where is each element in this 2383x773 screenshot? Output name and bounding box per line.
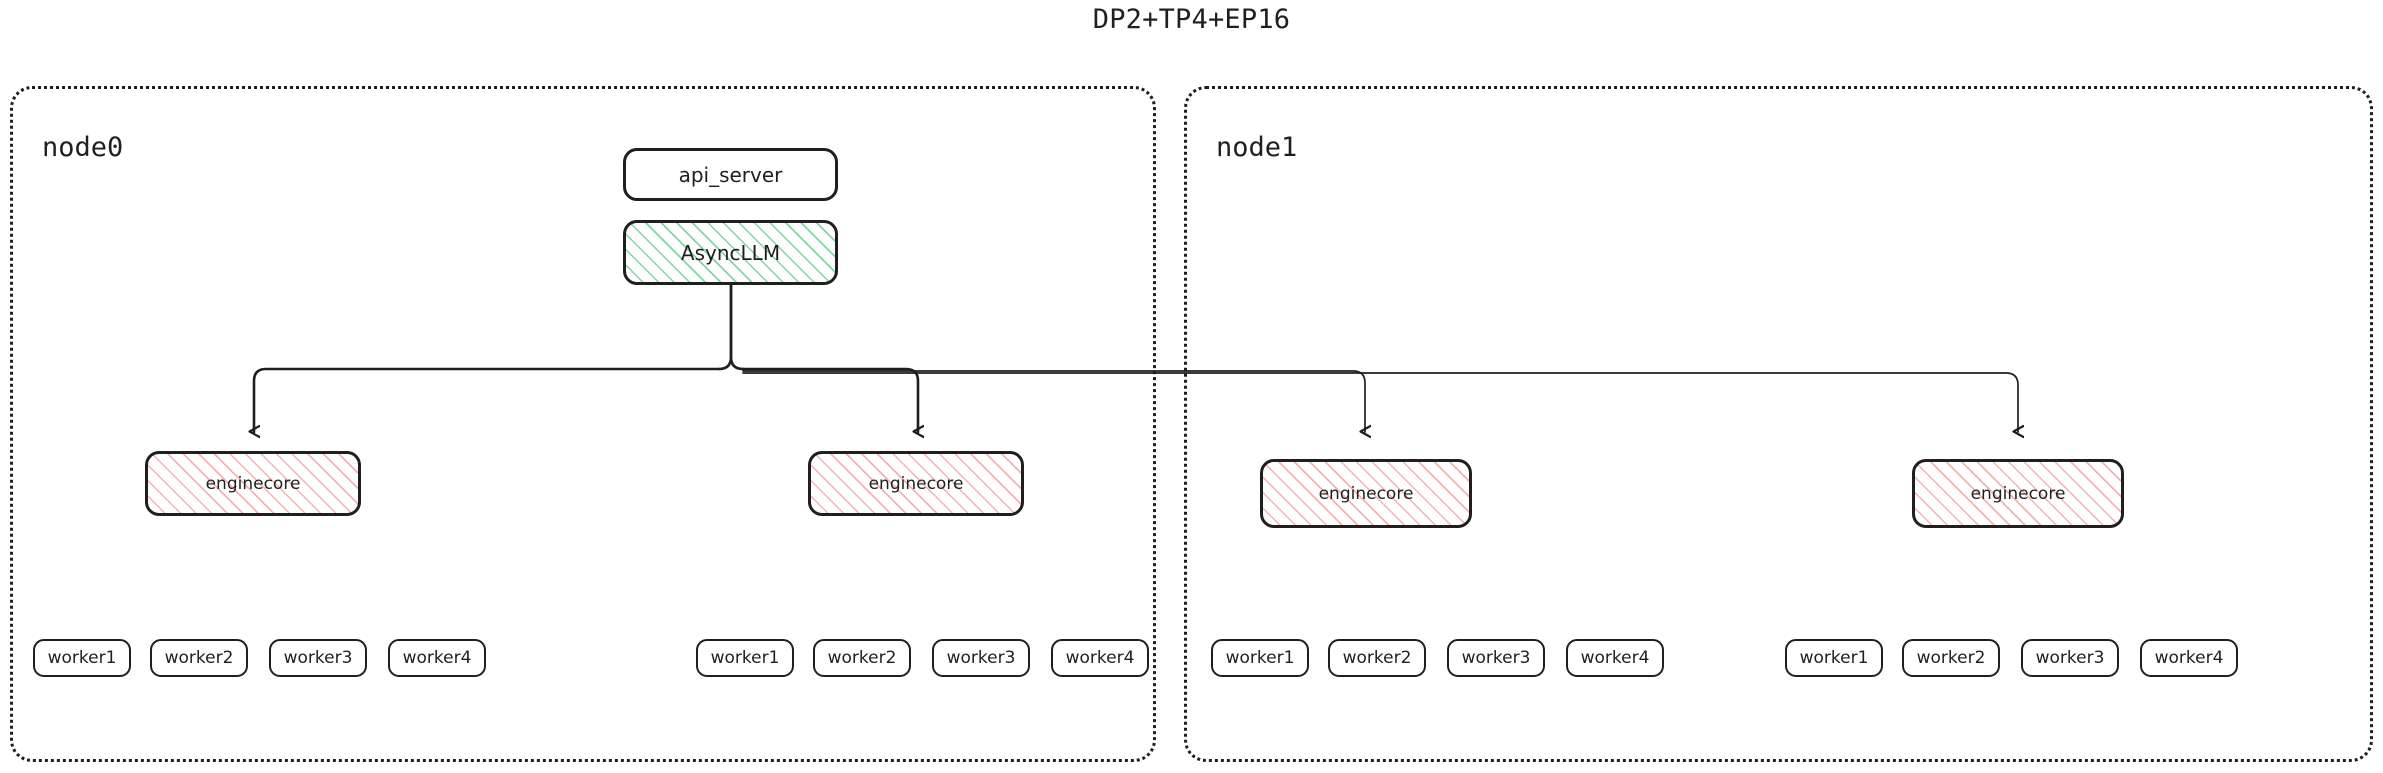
worker-label: worker4: [402, 648, 472, 668]
worker-box[interactable]: worker4: [2140, 639, 2238, 677]
worker-label: worker4: [1580, 648, 1650, 668]
worker-label: worker2: [1916, 648, 1986, 668]
enginecore-box[interactable]: enginecore: [808, 451, 1024, 516]
worker-label: worker1: [47, 648, 117, 668]
api-server-box[interactable]: api_server: [623, 148, 838, 201]
worker-label: worker2: [1342, 648, 1412, 668]
asyncllm-label: AsyncLLM: [680, 240, 781, 265]
worker-box[interactable]: worker3: [1447, 639, 1545, 677]
asyncllm-box[interactable]: AsyncLLM: [623, 220, 838, 285]
worker-box[interactable]: worker1: [33, 639, 131, 677]
enginecore-label: enginecore: [1970, 483, 2066, 504]
worker-label: worker4: [2154, 648, 2224, 668]
subgraph-node1-label: node1: [1216, 132, 1298, 163]
worker-label: worker2: [164, 648, 234, 668]
enginecore-label: enginecore: [205, 473, 301, 494]
worker-box[interactable]: worker3: [2021, 639, 2119, 677]
enginecore-label: enginecore: [1318, 483, 1414, 504]
worker-label: worker3: [2035, 648, 2105, 668]
worker-box[interactable]: worker3: [932, 639, 1030, 677]
page-title: DP2+TP4+EP16: [1092, 4, 1291, 35]
worker-label: worker1: [1225, 648, 1295, 668]
worker-label: worker4: [1065, 648, 1135, 668]
enginecore-box[interactable]: enginecore: [1912, 459, 2124, 528]
worker-box[interactable]: worker2: [1328, 639, 1426, 677]
subgraph-node0-label: node0: [42, 132, 124, 163]
worker-box[interactable]: worker4: [388, 639, 486, 677]
worker-label: worker1: [1799, 648, 1869, 668]
worker-label: worker1: [710, 648, 780, 668]
worker-label: worker3: [946, 648, 1016, 668]
enginecore-label: enginecore: [868, 473, 964, 494]
worker-label: worker3: [283, 648, 353, 668]
worker-box[interactable]: worker1: [696, 639, 794, 677]
worker-box[interactable]: worker1: [1785, 639, 1883, 677]
worker-box[interactable]: worker2: [150, 639, 248, 677]
worker-box[interactable]: worker2: [813, 639, 911, 677]
enginecore-box[interactable]: enginecore: [145, 451, 361, 516]
worker-label: worker2: [827, 648, 897, 668]
worker-box[interactable]: worker3: [269, 639, 367, 677]
worker-box[interactable]: worker1: [1211, 639, 1309, 677]
worker-box[interactable]: worker4: [1566, 639, 1664, 677]
worker-label: worker3: [1461, 648, 1531, 668]
api-server-label: api_server: [678, 162, 783, 187]
worker-box[interactable]: worker4: [1051, 639, 1149, 677]
worker-box[interactable]: worker2: [1902, 639, 2000, 677]
enginecore-box[interactable]: enginecore: [1260, 459, 1472, 528]
